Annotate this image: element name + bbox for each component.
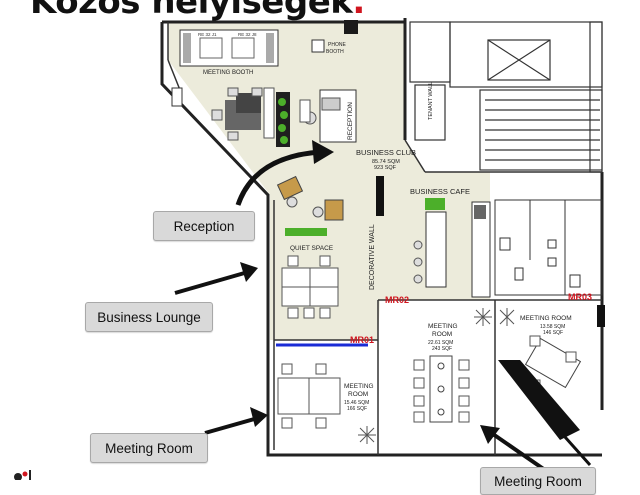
reception-arrowhead bbox=[312, 140, 334, 164]
title-dot: . bbox=[352, 0, 365, 22]
wc-area bbox=[494, 199, 603, 296]
reception-callout: Reception bbox=[153, 211, 255, 241]
meeting-room-callout: Meeting Room bbox=[90, 433, 208, 463]
reception-desk: RECEPTION bbox=[299, 89, 357, 143]
meeting-room-center-area-sqf: 243 SQF bbox=[432, 346, 452, 352]
business-club-area-sqf: 923 SQF bbox=[374, 165, 397, 171]
callout-arrows bbox=[174, 270, 547, 472]
meeting-room-left-area-sqf: 166 SQF bbox=[347, 406, 367, 412]
tenant-wall-label: TENANT WALL bbox=[428, 82, 434, 120]
phone-booth-label-1: PHONE bbox=[328, 42, 346, 48]
mr01-label: MR01 bbox=[350, 335, 374, 345]
reception-label: RECEPTION bbox=[347, 102, 354, 140]
meeting-room-left-area-sqm: 15.46 SQM bbox=[344, 400, 369, 406]
ceiling-fan bbox=[358, 426, 376, 444]
mr02-label: MR02 bbox=[385, 295, 409, 305]
meeting-room-left: MR01 MEETING ROOM 15.46 SQM 166 SQF bbox=[276, 335, 374, 429]
meeting-booth: RE 32 J1 RE 32 J8 MEETING BOOTH PHONE BO… bbox=[171, 20, 358, 107]
business-lounge-callout: Business Lounge bbox=[85, 302, 213, 332]
meeting-room-left-label-1: MEETING bbox=[344, 383, 374, 390]
business-club-label: BUSINESS CLUB bbox=[356, 148, 416, 157]
meeting-room-center-label-1: MEETING bbox=[428, 323, 458, 330]
business-cafe: BUSINESS CAFE bbox=[410, 187, 491, 298]
callout-arrow-mr03 bbox=[563, 436, 592, 466]
mr03-label: MR03 bbox=[568, 292, 592, 302]
lounge-table bbox=[211, 87, 290, 147]
meeting-room-right-label: MEETING ROOM bbox=[520, 315, 572, 322]
business-cafe-label: BUSINESS CAFE bbox=[410, 187, 470, 196]
floor-plan: RE 32 J1 RE 32 J8 MEETING BOOTH PHONE BO… bbox=[160, 18, 605, 472]
meeting-room-left-label-2: ROOM bbox=[348, 391, 368, 398]
meeting-room-right-callout: Meeting Room bbox=[480, 467, 596, 495]
meeting-booth-label: MEETING BOOTH bbox=[203, 70, 253, 76]
building-core bbox=[409, 21, 603, 173]
meeting-room-center-label-2: ROOM bbox=[432, 331, 452, 338]
reception-arrow bbox=[235, 149, 321, 206]
page-title: Közös helyiségek. bbox=[30, 0, 365, 22]
meeting-room-right-area-sqf: 146 SQF bbox=[543, 330, 563, 336]
phone-booth-label-2: BOOTH bbox=[326, 49, 344, 55]
meeting-room-right: MR03 MEETING ROOM 13.58 SQM 146 SQF bbox=[498, 292, 605, 440]
quiet-space: QUIET SPACE bbox=[281, 228, 339, 319]
lounge-coffee-tables bbox=[276, 175, 344, 221]
business-club-area-sqm: 85.74 SQM bbox=[372, 159, 400, 165]
company-logo bbox=[12, 463, 48, 480]
quiet-space-label: QUIET SPACE bbox=[290, 245, 334, 252]
title-text: Közös helyiségek bbox=[30, 0, 353, 22]
meeting-room-right-area-sqm: 13.58 SQM bbox=[540, 324, 565, 330]
decorative-wall: DECORATIVE WALL bbox=[369, 176, 384, 290]
logo-mark bbox=[14, 470, 31, 480]
meeting-room-center-area-sqm: 22.61 SQM bbox=[428, 340, 453, 346]
inner-walls bbox=[167, 22, 602, 455]
booth-b-label: RE 32 J8 bbox=[238, 32, 257, 37]
callout-arrowheads bbox=[240, 262, 500, 444]
meeting-room-center: MR02 MEETING ROOM 22.61 SQM 243 SQF bbox=[385, 295, 492, 423]
booth-a-label: RE 32 J1 bbox=[198, 32, 217, 37]
decorative-wall-label: DECORATIVE WALL bbox=[369, 224, 376, 290]
